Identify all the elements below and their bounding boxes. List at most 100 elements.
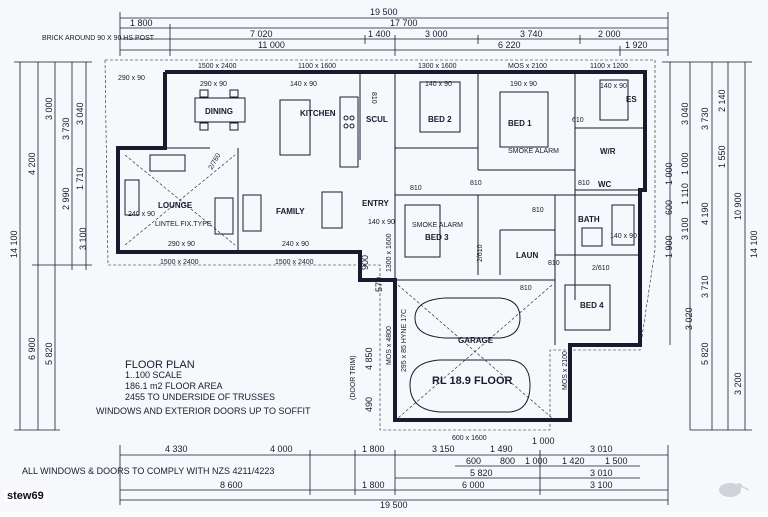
dining-table xyxy=(194,89,246,131)
interior-dim: 140 x 90 xyxy=(425,81,452,88)
interior-dim: 610 xyxy=(572,117,584,124)
interior-dim: 290 x 90 xyxy=(168,241,195,248)
bottom-dim-total: 19 500 xyxy=(380,500,408,510)
garage-side-dim: 295 x 85 HYNE 17C xyxy=(401,309,408,372)
bottom-dim: 1 420 xyxy=(562,456,585,466)
right-dim: 1 550 xyxy=(717,145,727,168)
right-dim: 3 200 xyxy=(733,372,743,395)
interior-dim: 2/610 xyxy=(477,244,484,262)
interior-dim: 140 x 90 xyxy=(610,233,637,240)
living-furniture xyxy=(124,154,343,246)
window-label: 1500 x 2400 xyxy=(275,259,314,266)
top-dim: 7 020 xyxy=(250,29,273,39)
title-heading: FLOOR PLAN xyxy=(125,359,195,371)
right-dim: 1 900 xyxy=(664,235,674,258)
building-outline xyxy=(104,59,656,431)
window-label: MOS x 2100 xyxy=(508,63,547,70)
left-dim: 3 100 xyxy=(78,227,88,250)
bedroom-furniture xyxy=(404,79,635,331)
garage-cars xyxy=(397,284,553,419)
top-dim: 6 220 xyxy=(498,40,521,50)
room-label-bed4: BED 4 xyxy=(580,301,604,310)
bottom-dim: 1 500 xyxy=(605,456,628,466)
lintel-note: LINTEL FIX.TYPE xyxy=(155,221,212,228)
brick-note: BRICK AROUND 90 X 90 HS POST xyxy=(42,35,155,42)
left-dim: 3 040 xyxy=(75,102,85,125)
room-label-floor-level: RL 18.9 FLOOR xyxy=(432,375,513,387)
room-label-entry: ENTRY xyxy=(362,199,389,208)
interior-dim: 190 x 90 xyxy=(510,81,537,88)
interior-dim: 810 xyxy=(410,185,422,192)
bottom-dim: 3 010 xyxy=(590,444,613,454)
interior-dim: 240 x 90 xyxy=(128,211,155,218)
interior-dim: 140 x 90 xyxy=(290,81,317,88)
bottom-dim: 4 000 xyxy=(270,444,293,454)
window-label: 1500 x 2400 xyxy=(160,259,199,266)
right-dim: 4 190 xyxy=(700,202,710,225)
window-label: 1100 x 1200 xyxy=(590,63,628,70)
interior-dim: 810 xyxy=(370,92,377,104)
watermark-user: stew69 xyxy=(4,490,47,502)
room-label-lounge: LOUNGE xyxy=(158,201,193,210)
title-windows: WINDOWS AND EXTERIOR DOORS UP TO SOFFIT xyxy=(96,406,311,416)
top-dim-total: 19 500 xyxy=(370,7,398,17)
smoke-alarm-note: SMOKE ALARM xyxy=(508,148,559,155)
window-label: 1100 x 1600 xyxy=(298,63,336,70)
right-dim: 10 900 xyxy=(733,192,743,220)
bottom-dim: 8 600 xyxy=(220,480,243,490)
bottom-dim: 3 010 xyxy=(590,468,613,478)
title-area: 186.1 m2 FLOOR AREA xyxy=(125,381,223,391)
interior-dim: 810 xyxy=(520,285,532,292)
bottom-dim: 1 000 xyxy=(532,436,555,446)
room-label-garage: GARAGE xyxy=(458,336,494,345)
left-dim: 3 000 xyxy=(44,97,54,120)
room-label-laun: LAUN xyxy=(516,251,538,260)
left-dim: 5 820 xyxy=(44,342,54,365)
bottom-dim: 1 000 xyxy=(525,456,548,466)
room-label-bed2: BED 2 xyxy=(428,115,452,124)
interior-dim: 810 xyxy=(548,260,560,267)
room-label-bed1: BED 1 xyxy=(508,119,532,128)
bottom-dim: 1 490 xyxy=(490,444,513,454)
garage-side-dim: 490 xyxy=(364,397,374,412)
room-label-scul: SCUL xyxy=(366,115,388,124)
bottom-dim: 4 330 xyxy=(165,444,188,454)
left-dim: 3 730 xyxy=(61,117,71,140)
room-label-dining: DINING xyxy=(205,107,233,116)
left-dim: 2 990 xyxy=(61,187,71,210)
top-dim: 1 800 xyxy=(130,18,153,28)
garage-side-dim: 900 xyxy=(360,255,370,270)
garage-side-dim: 570 xyxy=(374,277,384,292)
left-dim: 1 710 xyxy=(75,167,85,190)
title-scale: 1..100 SCALE xyxy=(125,370,182,380)
top-dim: 3 740 xyxy=(520,29,543,39)
interior-dim: 2/610 xyxy=(592,265,610,272)
top-dim: 17 700 xyxy=(390,18,418,28)
kiwi-logo-icon xyxy=(719,483,750,497)
right-dim: 600 xyxy=(664,200,674,215)
interior-dim: 140 x 90 xyxy=(600,83,627,90)
top-dim: 11 000 xyxy=(258,40,285,50)
left-dim: 4 200 xyxy=(27,152,37,175)
right-dim: 1 000 xyxy=(664,162,674,185)
title-trusses: 2455 TO UNDERSIDE OF TRUSSES xyxy=(125,392,275,402)
right-dim: 3 100 xyxy=(680,217,690,240)
bottom-dim: 600 xyxy=(466,456,481,466)
kitchen-fixtures xyxy=(279,96,359,168)
right-dim: 3 020 xyxy=(684,307,694,330)
right-dim: 1 110 xyxy=(680,183,690,205)
garage-side-dim: MOS x 2100 xyxy=(562,351,569,390)
bottom-dim: 800 xyxy=(500,456,515,466)
room-label-kitchen: KITCHEN xyxy=(300,109,336,118)
bottom-dim: 5 820 xyxy=(470,468,493,478)
smoke-alarm-note: SMOKE ALARM xyxy=(412,222,463,229)
interior-dim: 140 x 90 xyxy=(368,219,395,226)
bottom-dim: 1 800 xyxy=(362,444,385,454)
room-label-family: FAMILY xyxy=(276,207,305,216)
right-dim: 1 000 xyxy=(680,152,690,175)
interior-dim: 290 x 90 xyxy=(118,75,145,82)
room-label-wr: W/R xyxy=(600,147,616,156)
interior-dim: 810 xyxy=(578,180,590,187)
right-dim: 5 820 xyxy=(700,342,710,365)
